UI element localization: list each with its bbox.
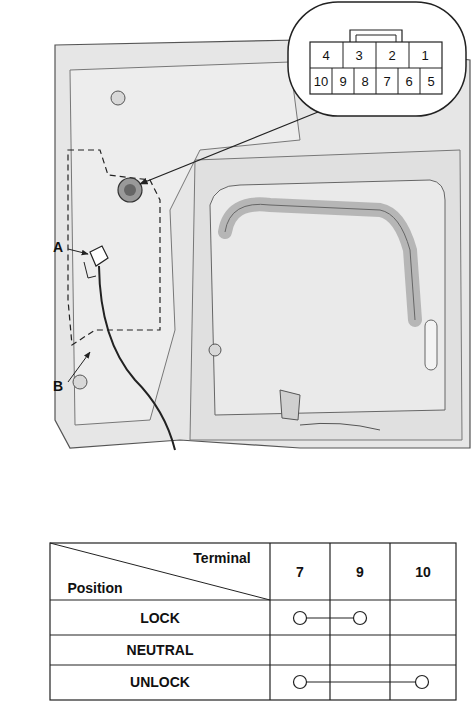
- bolt: [111, 91, 125, 105]
- terminal-number: 9: [356, 565, 364, 579]
- terminal-number: 7: [296, 565, 304, 579]
- pin-number: 2: [388, 49, 395, 62]
- pin-number: 6: [405, 75, 412, 88]
- callout-letter: A: [53, 240, 63, 254]
- grommet-hole: [124, 184, 136, 196]
- position-name: NEUTRAL: [127, 643, 194, 657]
- pin-number: 7: [383, 75, 390, 88]
- rod: [300, 423, 380, 430]
- dashed-area: [68, 150, 160, 345]
- connector-bracket: [84, 262, 96, 278]
- clip: [280, 390, 300, 420]
- pin-number: 8: [361, 75, 368, 88]
- grommet: [118, 178, 142, 202]
- table-header: Terminal: [193, 551, 250, 565]
- harness-wire: [99, 266, 175, 450]
- door-cutout: [190, 150, 462, 440]
- bolt: [73, 375, 87, 389]
- position-name: UNLOCK: [130, 675, 190, 689]
- connector-latch: [350, 30, 402, 42]
- inset-frame: [288, 2, 466, 116]
- pin-number: 3: [355, 49, 362, 62]
- position-name: LOCK: [140, 611, 180, 625]
- cable-bundle-edge: [225, 204, 415, 320]
- pin-number: 1: [421, 49, 428, 62]
- pin-number: 4: [322, 49, 329, 62]
- table-header: Position: [67, 581, 122, 595]
- continuity-mark: [294, 612, 429, 689]
- continuity-table: [50, 543, 456, 700]
- connector-latch: [356, 35, 396, 42]
- pin-number: 10: [314, 75, 328, 88]
- leader-line: [140, 112, 318, 184]
- connector: [90, 246, 108, 266]
- terminal-number: 10: [415, 565, 431, 579]
- connector-face: [310, 42, 442, 94]
- pin-number: 5: [427, 75, 434, 88]
- bolt: [209, 344, 221, 356]
- window-opening: [210, 180, 445, 415]
- latch-slot: [425, 320, 437, 370]
- leader-line: [68, 249, 88, 254]
- callout-letter: B: [53, 379, 63, 393]
- pin-number: 9: [339, 75, 346, 88]
- leader-line: [68, 352, 90, 382]
- cable-bundle: [225, 204, 415, 320]
